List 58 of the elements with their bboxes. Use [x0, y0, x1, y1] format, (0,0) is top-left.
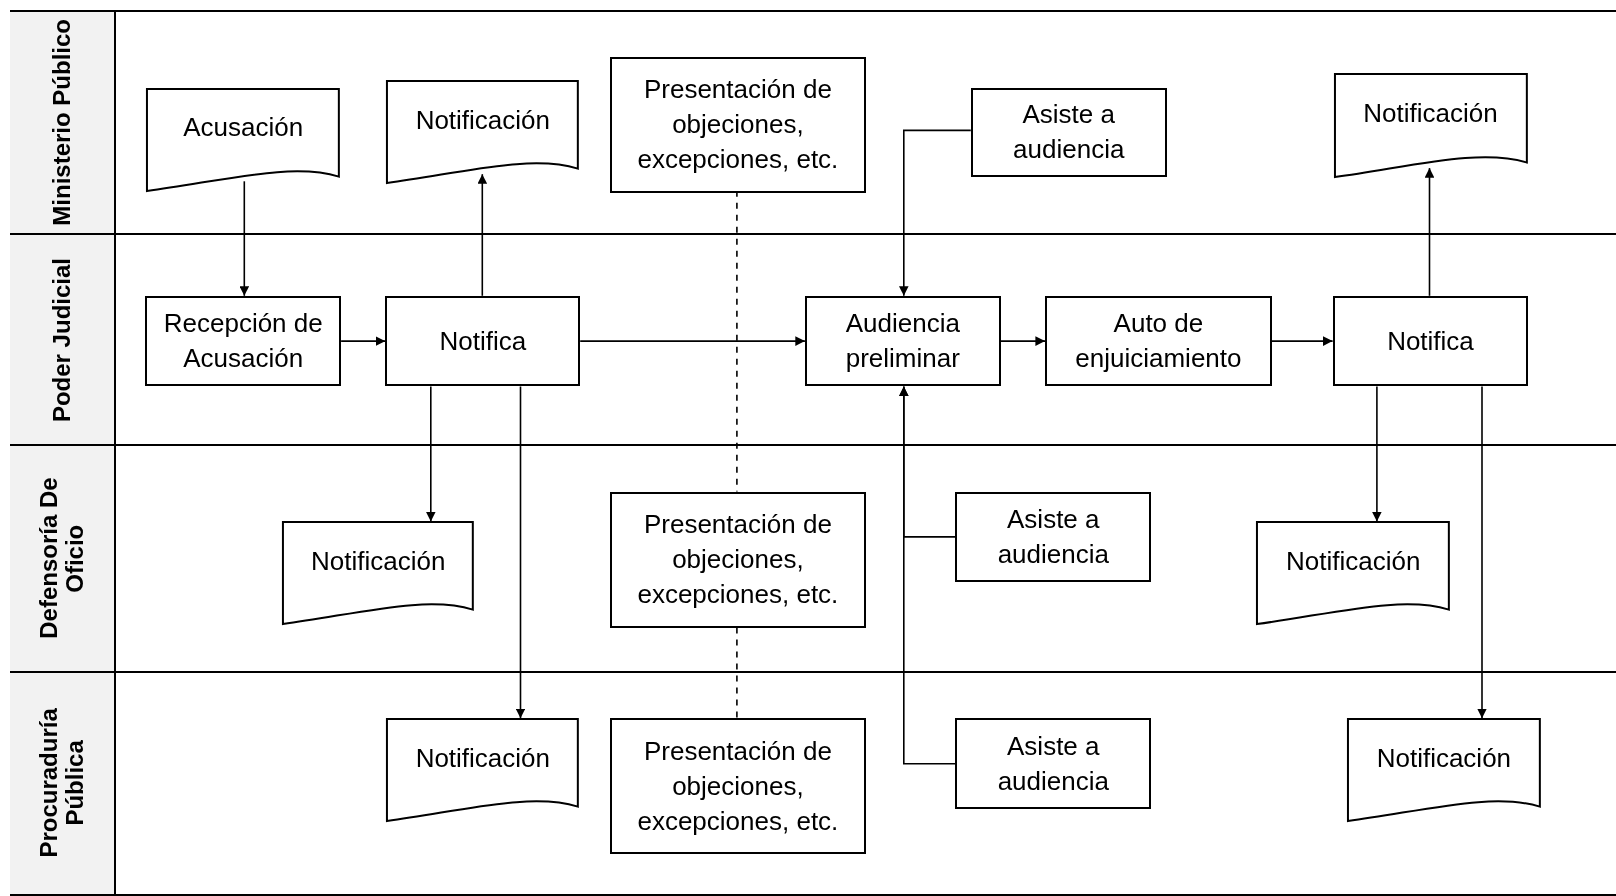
node-text: Presentación de objeciones, excepciones, etc.	[636, 508, 840, 612]
process-box	[385, 295, 581, 387]
process-box	[145, 295, 342, 387]
node-text: Asiste a audiencia	[996, 502, 1110, 571]
arrow	[340, 336, 387, 346]
arrow	[999, 336, 1046, 346]
process-box	[610, 491, 866, 628]
process-box	[1045, 295, 1272, 387]
arrow	[1372, 385, 1382, 523]
node-text: Notificación	[1362, 97, 1499, 130]
node-text: Acusación	[182, 111, 305, 145]
lane-title: Defensoría De Oficio	[36, 476, 88, 642]
node-text: Presentación de objeciones, excepciones, etc.	[636, 734, 840, 838]
arrow	[477, 173, 488, 297]
node-text: Notifica	[438, 324, 528, 358]
process-box	[955, 491, 1152, 583]
process-box	[955, 718, 1152, 809]
swimlane	[10, 10, 1616, 235]
swimlane	[10, 234, 1616, 447]
document-shape	[385, 80, 581, 184]
dashed-line	[736, 626, 738, 720]
node-text: Notificación	[1375, 742, 1513, 775]
lane-title: Procuraduría Pública	[36, 707, 88, 860]
arrow	[899, 385, 957, 765]
node-text: Notifica	[1386, 324, 1475, 358]
document-shape	[1255, 521, 1452, 625]
node-text: Notificación	[1285, 545, 1422, 579]
lane-title: Ministerio Público	[49, 19, 75, 226]
process-box	[804, 295, 1001, 387]
arrow	[239, 180, 250, 297]
arrow	[515, 385, 526, 720]
node-text: Notificación	[414, 104, 552, 137]
process-box	[970, 87, 1167, 178]
arrow	[579, 336, 806, 346]
process-box	[610, 56, 866, 193]
node-text: Notificación	[310, 545, 447, 579]
document-shape	[281, 521, 476, 625]
node-text: Asiste a audiencia	[1012, 98, 1126, 167]
arrow	[1477, 385, 1487, 720]
node-text: Recepción de Acusación	[162, 307, 324, 376]
arrow	[1271, 336, 1334, 346]
node-text: Audiencia preliminar	[844, 307, 961, 376]
document-shape	[1332, 73, 1529, 178]
document-shape	[145, 87, 342, 191]
swimlane	[10, 446, 1616, 673]
lane-title: Poder Judicial	[49, 257, 75, 422]
node-text: Notificación	[414, 742, 552, 775]
node-text: Auto de enjuiciamiento	[1074, 307, 1243, 376]
arrow	[1424, 167, 1435, 297]
node-text: Presentación de objeciones, excepciones, etc.	[636, 73, 840, 177]
arrow	[426, 385, 436, 523]
document-shape	[385, 718, 581, 822]
swimlane	[10, 673, 1616, 896]
node-text: Asiste a audiencia	[996, 729, 1110, 798]
arrow	[899, 129, 972, 297]
process-box	[1332, 295, 1529, 387]
process-box	[610, 718, 866, 855]
document-shape	[1345, 718, 1542, 822]
